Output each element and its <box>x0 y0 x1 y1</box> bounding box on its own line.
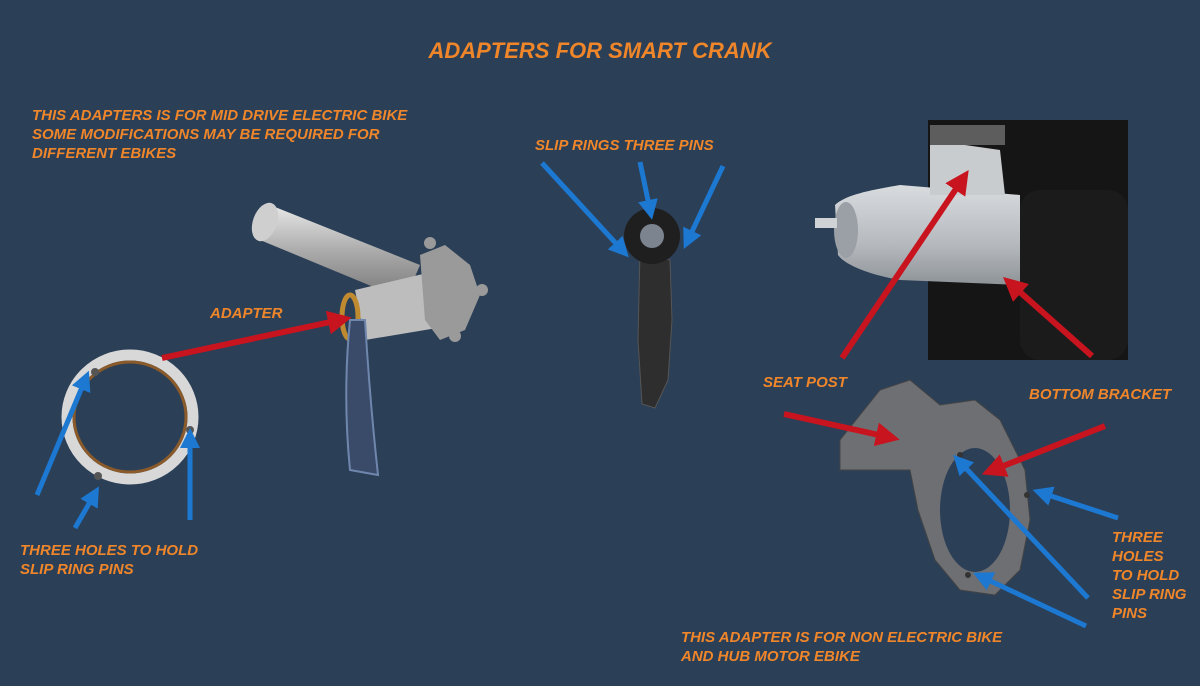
seat-post-photo-arrow <box>839 170 969 360</box>
adapter-label: ADAPTER <box>210 305 283 322</box>
bottom-bracket-arrow <box>981 423 1107 477</box>
ring-adapter-image <box>61 349 199 485</box>
seat-post-label: SEAT POST <box>763 374 847 391</box>
crank-with-adapter-image <box>251 202 488 477</box>
seat-post-arrow <box>783 411 900 447</box>
slip-ring-image <box>624 208 680 409</box>
three-holes-right-label: THREE HOLES TO HOLD SLIP RING PINS <box>1112 529 1187 622</box>
bottom-bracket-photo-arrow <box>1003 277 1094 359</box>
slip-rings-label: SLIP RINGS THREE PINS <box>535 137 714 154</box>
mid-drive-note: THIS ADAPTERS IS FOR MID DRIVE ELECTRIC … <box>32 107 408 162</box>
bottom-bracket-label: BOTTOM BRACKET <box>1029 386 1172 403</box>
non-electric-note: THIS ADAPTER IS FOR NON ELECTRIC BIKE AN… <box>681 629 1003 665</box>
page-title: ADAPTERS FOR SMART CRANK <box>428 38 772 63</box>
bracket-adapter-image <box>839 379 1031 596</box>
three-holes-left-label: THREE HOLES TO HOLD SLIP RING PINS <box>20 542 199 578</box>
slip-pin-arrow-3 <box>683 164 726 250</box>
slip-pin-arrow-2 <box>637 161 658 220</box>
blue-arrows <box>34 161 1119 629</box>
left-hole-arrow-2 <box>72 486 99 530</box>
right-hole-arrow-1 <box>1032 486 1119 521</box>
adapter-arrow <box>161 310 352 361</box>
right-hole-arrow-2 <box>953 454 1090 600</box>
red-arrows <box>161 170 1107 477</box>
slip-pin-arrow-1 <box>540 161 629 258</box>
left-hole-arrow-1 <box>34 370 91 496</box>
right-hole-arrow-3 <box>972 572 1088 629</box>
